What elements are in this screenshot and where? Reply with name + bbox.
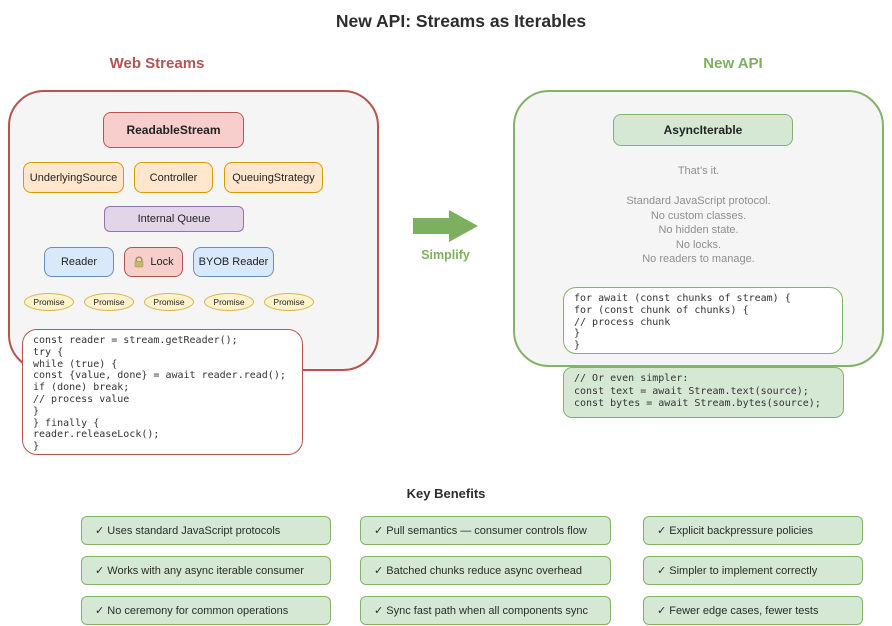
reader-box: Reader xyxy=(44,247,114,277)
key-benefits-header: Key Benefits xyxy=(406,486,486,501)
benefit-item: ✓ Batched chunks reduce async overhead xyxy=(360,556,611,585)
web-streams-header: Web Streams xyxy=(109,55,205,72)
benefit-item: ✓ Uses standard JavaScript protocols xyxy=(81,516,331,545)
lock-box-label: Lock xyxy=(150,256,174,268)
benefit-item: ✓ No ceremony for common operations xyxy=(81,596,331,625)
benefit-item: ✓ Pull semantics — consumer controls flo… xyxy=(360,516,611,545)
readablestream-box: ReadableStream xyxy=(103,112,244,148)
byob-reader-box: BYOB Reader xyxy=(193,247,274,277)
benefit-item: ✓ Works with any async iterable consumer xyxy=(81,556,331,585)
underlyingsource-box: UnderlyingSource xyxy=(23,162,124,193)
internal-queue-box: Internal Queue xyxy=(104,206,244,232)
promise-ellipse: Promise xyxy=(264,293,314,311)
point-line: No hidden state. xyxy=(658,224,739,236)
simplify-label: Simplify xyxy=(421,248,470,262)
point-line: No readers to manage. xyxy=(642,253,755,265)
lock-icon xyxy=(133,256,145,268)
point-line: No custom classes. xyxy=(650,209,747,222)
new-api-simpler-code-block: // Or even simpler: const text = await S… xyxy=(563,367,844,418)
new-api-code-block: for await (const chunks of stream) { for… xyxy=(563,287,843,354)
point-line: No locks. xyxy=(675,238,722,251)
promise-ellipse: Promise xyxy=(84,293,134,311)
points-list: Standard JavaScript protocol. No custom … xyxy=(513,194,884,267)
point-line: Standard JavaScript protocol. xyxy=(626,195,771,207)
benefit-item: ✓ Sync fast path when all components syn… xyxy=(360,596,611,625)
simplify-arrow-icon xyxy=(413,210,478,242)
promise-ellipse: Promise xyxy=(144,293,194,311)
promise-ellipse: Promise xyxy=(204,293,254,311)
web-streams-code-block: const reader = stream.getReader(); try {… xyxy=(22,329,303,455)
page-title: New API: Streams as Iterables xyxy=(335,11,587,31)
benefit-item: ✓ Fewer edge cases, fewer tests xyxy=(643,596,863,625)
new-api-header: New API xyxy=(703,55,763,72)
asynciterable-box: AsyncIterable xyxy=(613,114,793,146)
controller-box: Controller xyxy=(134,162,213,193)
web-streams-panel: ReadableStream UnderlyingSource Controll… xyxy=(8,90,379,371)
lock-box: Lock xyxy=(124,247,183,277)
tagline-text: That’s it. xyxy=(677,165,720,177)
benefit-item: ✓ Explicit backpressure policies xyxy=(643,516,863,545)
promise-ellipse: Promise xyxy=(24,293,74,311)
benefit-item: ✓ Simpler to implement correctly xyxy=(643,556,863,585)
queuingstrategy-box: QueuingStrategy xyxy=(224,162,323,193)
